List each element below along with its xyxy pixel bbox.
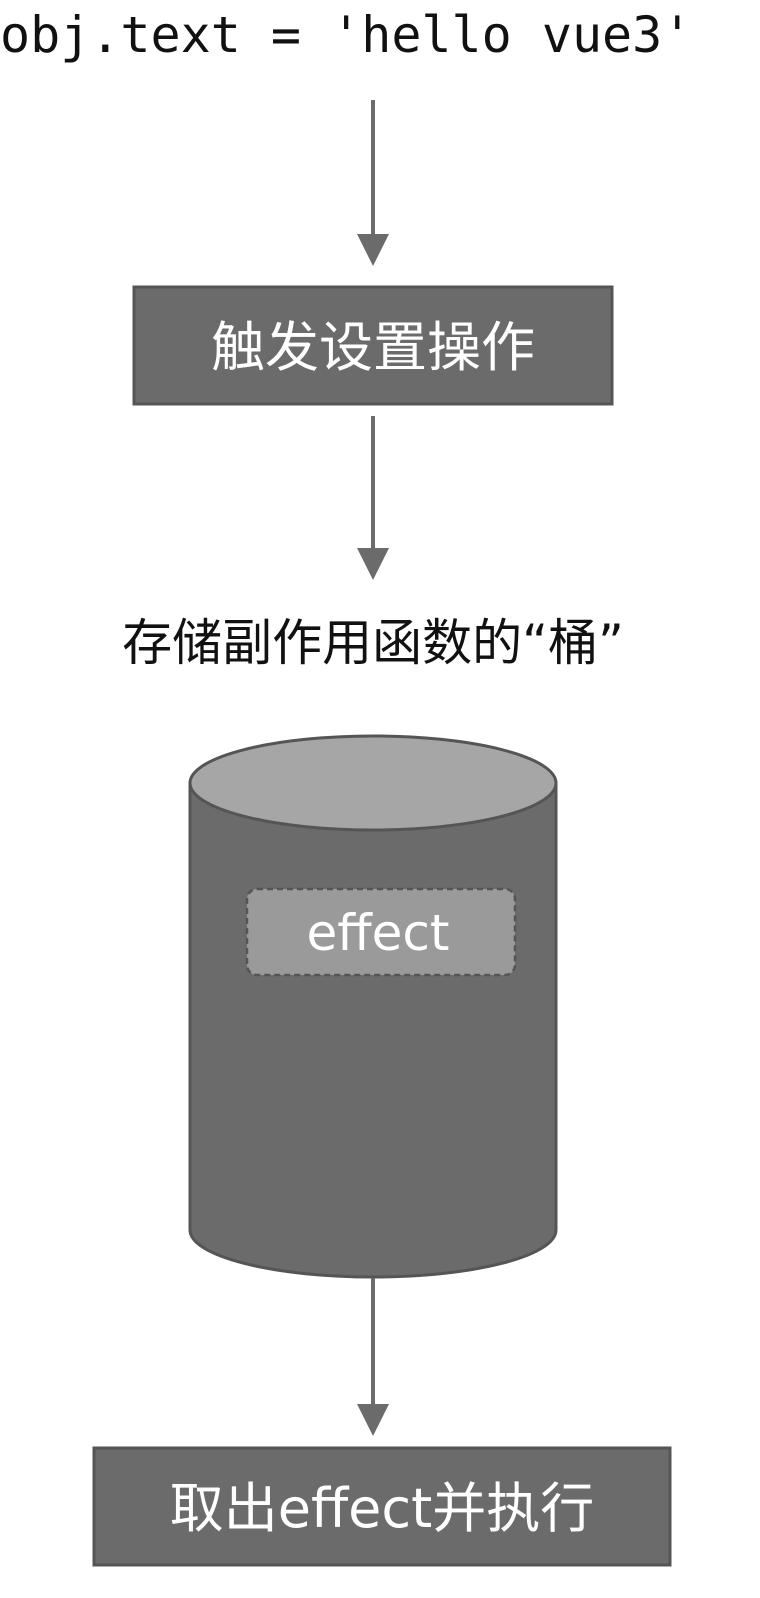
step-box-trigger-set-label: 触发设置操作 [211,316,535,379]
code-line: obj.text = 'hello vue3' [0,6,692,64]
bucket-label: 存储副作用函数的“桶” [122,614,624,672]
arrow-3 [357,1278,389,1436]
step-box-run-effect-label: 取出effect并执行 [170,1477,595,1540]
effect-item-label: effect [306,904,449,962]
step-box-run-effect: 取出effect并执行 [92,1446,672,1567]
bucket-cylinder [188,734,558,1279]
step-box-trigger-set: 触发设置操作 [132,285,614,406]
effect-item: effect [245,887,517,977]
arrow-1 [357,100,389,266]
arrow-2 [357,416,389,580]
